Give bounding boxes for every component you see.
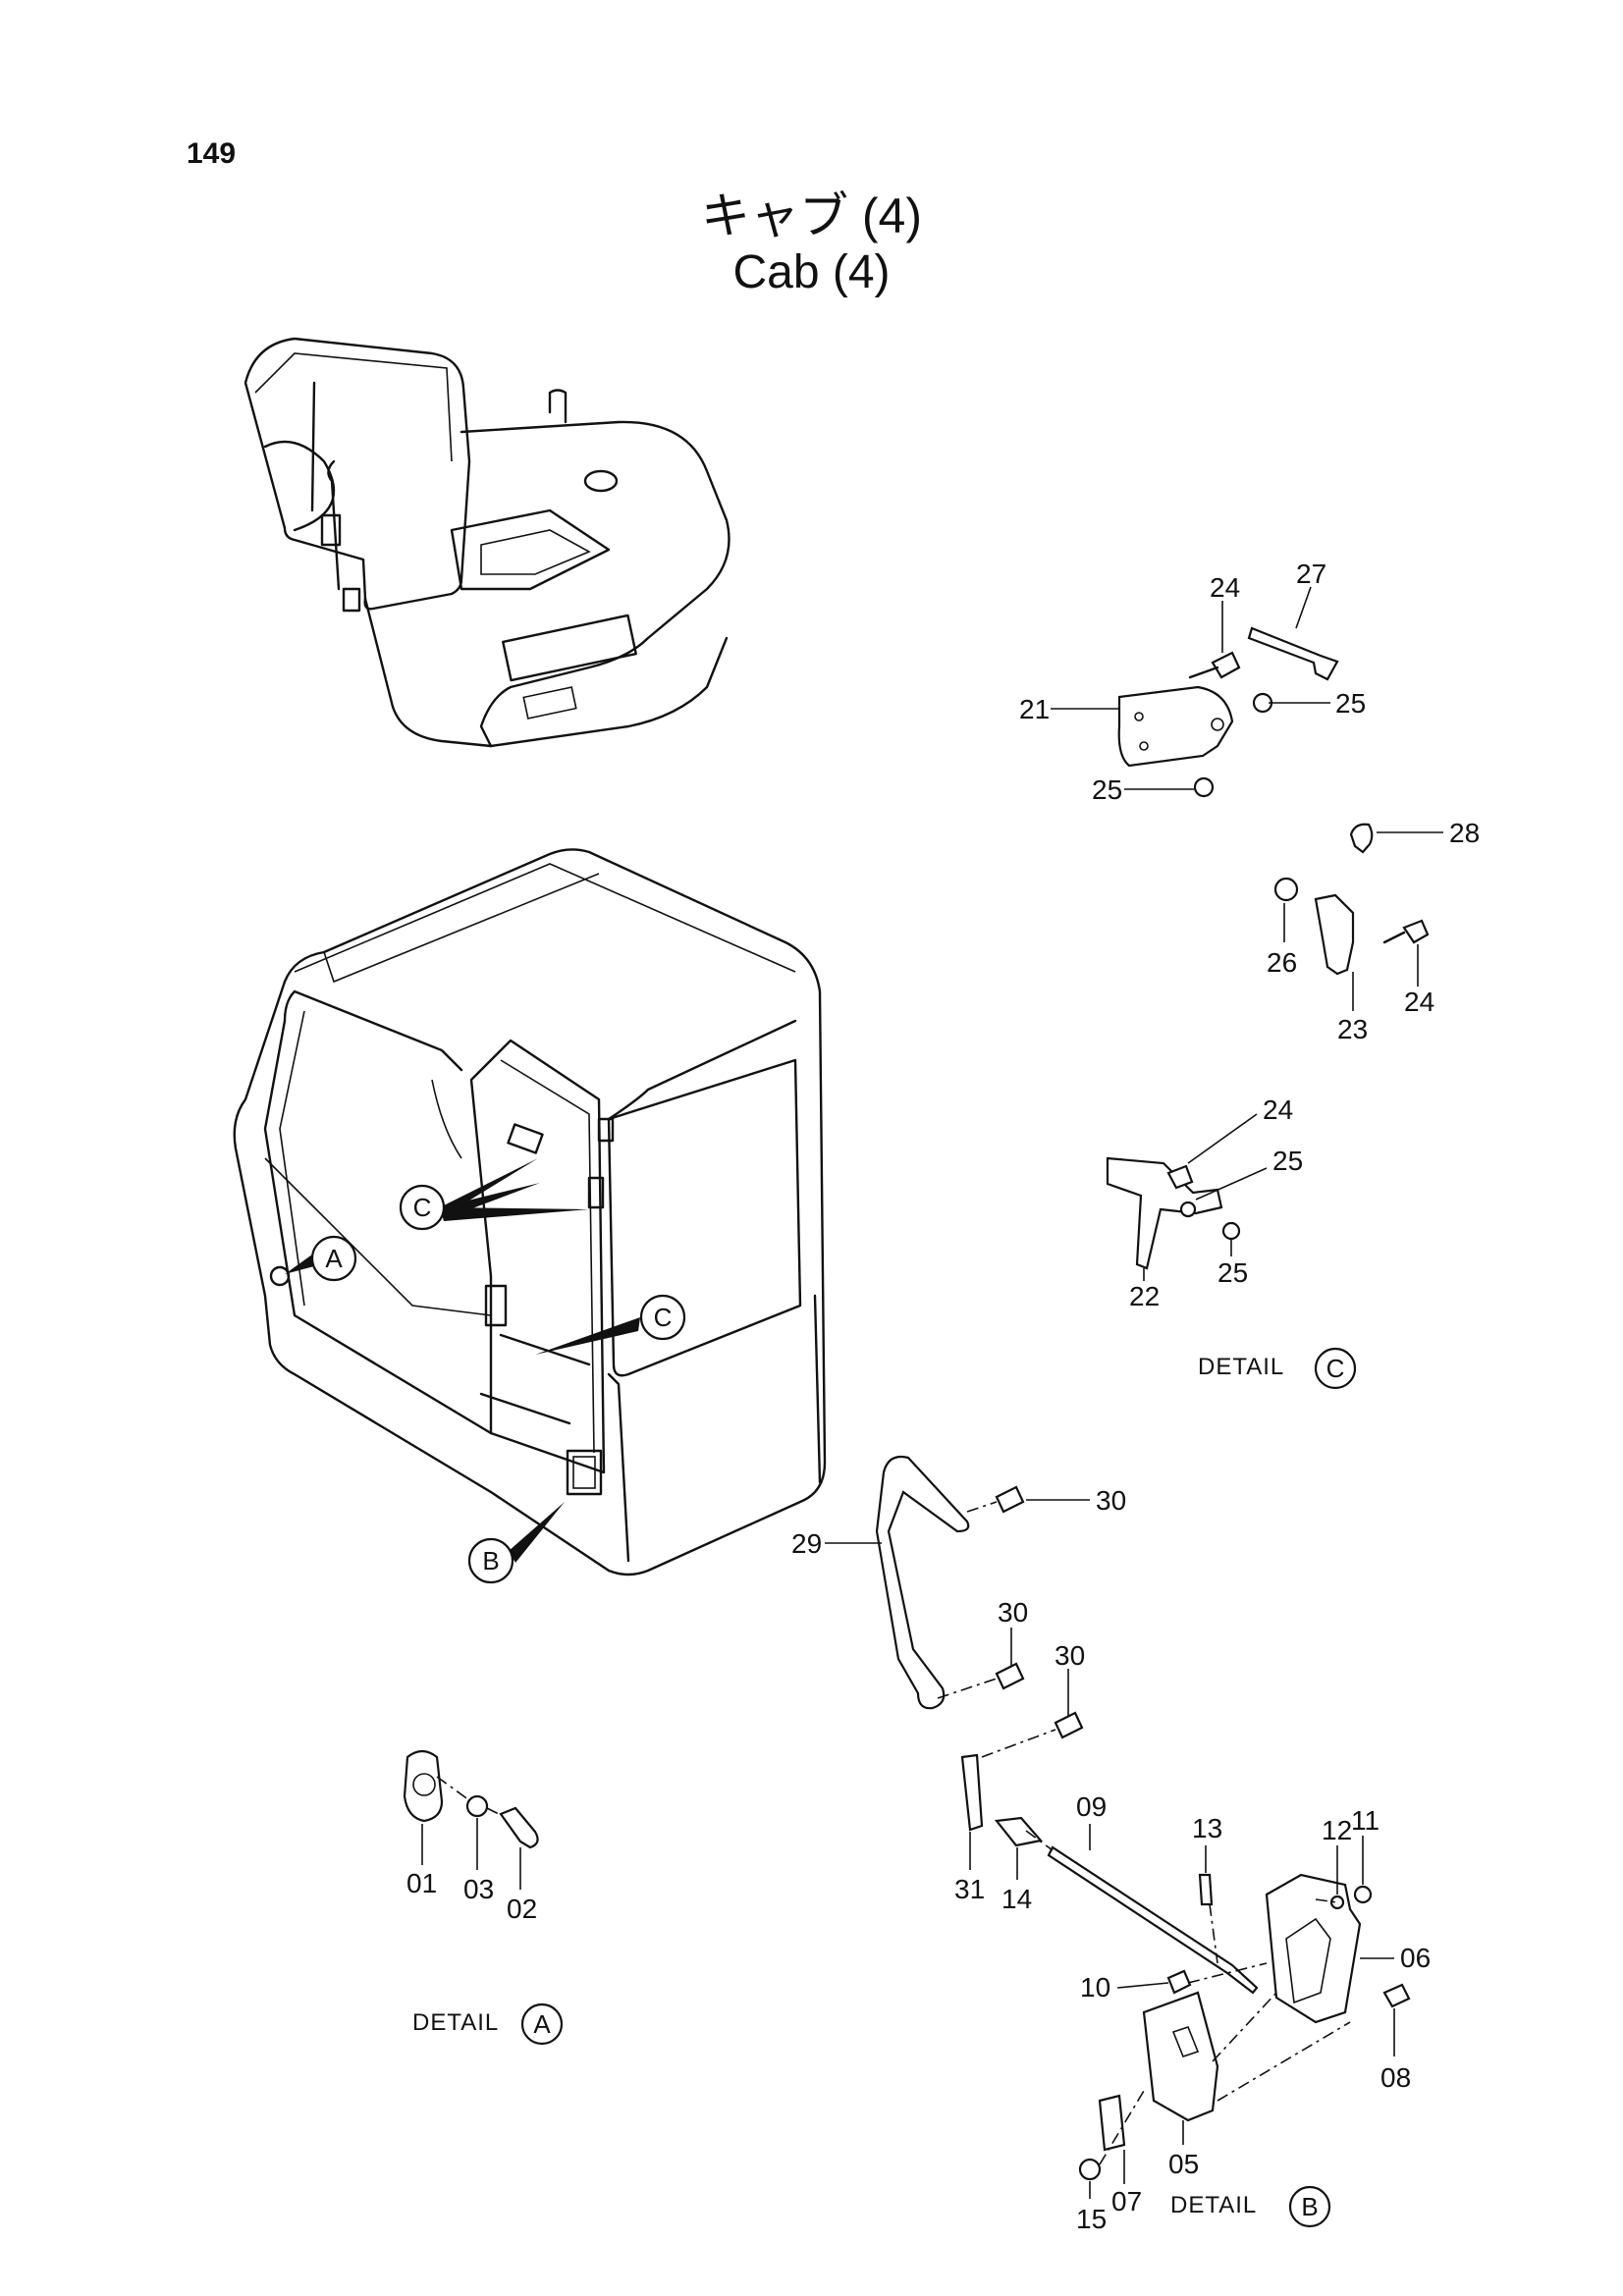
part-label: 03	[463, 1874, 494, 1904]
part-label: 31	[954, 1874, 985, 1904]
part-label: 30	[998, 1597, 1028, 1628]
title-japanese: キャブ (4)	[701, 188, 922, 243]
title-english: Cab (4)	[732, 246, 891, 298]
detail-b-parts	[875, 1455, 1411, 2181]
part-label: 09	[1076, 1791, 1107, 1822]
svg-text:DETAIL: DETAIL	[412, 2009, 499, 2036]
part-label: 14	[1001, 1884, 1032, 1914]
part-labels: 24 27 21 25 25 28 26 23 24 24 25 22 25 3…	[406, 559, 1480, 2234]
part-label: 02	[507, 1894, 537, 1924]
part-label: 11	[1351, 1805, 1380, 1836]
part-label: 08	[1380, 2062, 1411, 2093]
part-label: 24	[1210, 572, 1240, 603]
part-label: 01	[406, 1868, 437, 1898]
part-label: 07	[1111, 2186, 1142, 2216]
svg-text:B: B	[1301, 2192, 1318, 2221]
part-label: 06	[1400, 1943, 1431, 1973]
svg-text:C: C	[413, 1193, 432, 1222]
detail-c-caption: DETAIL C	[1198, 1347, 1357, 1390]
svg-text:DETAIL: DETAIL	[1198, 1354, 1284, 1380]
part-label: 29	[791, 1528, 822, 1559]
detail-b-caption: DETAIL B	[1170, 2185, 1331, 2228]
part-label: 30	[1096, 1485, 1126, 1516]
part-label: 25	[1335, 688, 1366, 719]
part-label: 12	[1322, 1815, 1352, 1845]
part-label: 25	[1092, 774, 1122, 805]
svg-text:B: B	[482, 1546, 499, 1575]
svg-text:C: C	[654, 1303, 673, 1332]
detail-c-parts	[1106, 626, 1430, 1270]
part-label: 21	[1019, 694, 1050, 724]
part-label: 25	[1272, 1146, 1303, 1176]
part-label: 28	[1449, 818, 1480, 848]
callout-C-upper: C	[399, 1184, 446, 1231]
callout-B: B	[467, 1537, 514, 1584]
part-label: 26	[1267, 947, 1297, 978]
svg-text:A: A	[325, 1244, 343, 1273]
cab-drawing	[233, 848, 827, 1576]
callout-C-lower: C	[639, 1294, 686, 1341]
part-label: 27	[1296, 559, 1326, 589]
callout-A: A	[310, 1235, 357, 1282]
detail-a-parts	[403, 1749, 539, 1849]
svg-text:DETAIL: DETAIL	[1170, 2192, 1257, 2218]
detail-a-caption: DETAIL A	[412, 2002, 564, 2046]
part-label: 13	[1192, 1813, 1222, 1843]
part-label: 10	[1080, 1972, 1110, 2002]
part-label: 30	[1055, 1640, 1085, 1671]
leader-lines	[421, 586, 1443, 2199]
page-number: 149	[187, 137, 237, 170]
part-label: 24	[1404, 987, 1434, 1017]
svg-text:C: C	[1326, 1354, 1345, 1383]
callout-pointers	[285, 1158, 640, 1563]
part-label: 05	[1168, 2149, 1199, 2179]
part-label: 22	[1129, 1281, 1160, 1311]
svg-text:A: A	[533, 2009, 551, 2039]
part-label: 25	[1217, 1257, 1248, 1288]
machine-overview-drawing	[243, 337, 730, 748]
part-label: 15	[1076, 2204, 1107, 2234]
part-label: 23	[1337, 1014, 1368, 1044]
part-label: 24	[1263, 1095, 1293, 1125]
